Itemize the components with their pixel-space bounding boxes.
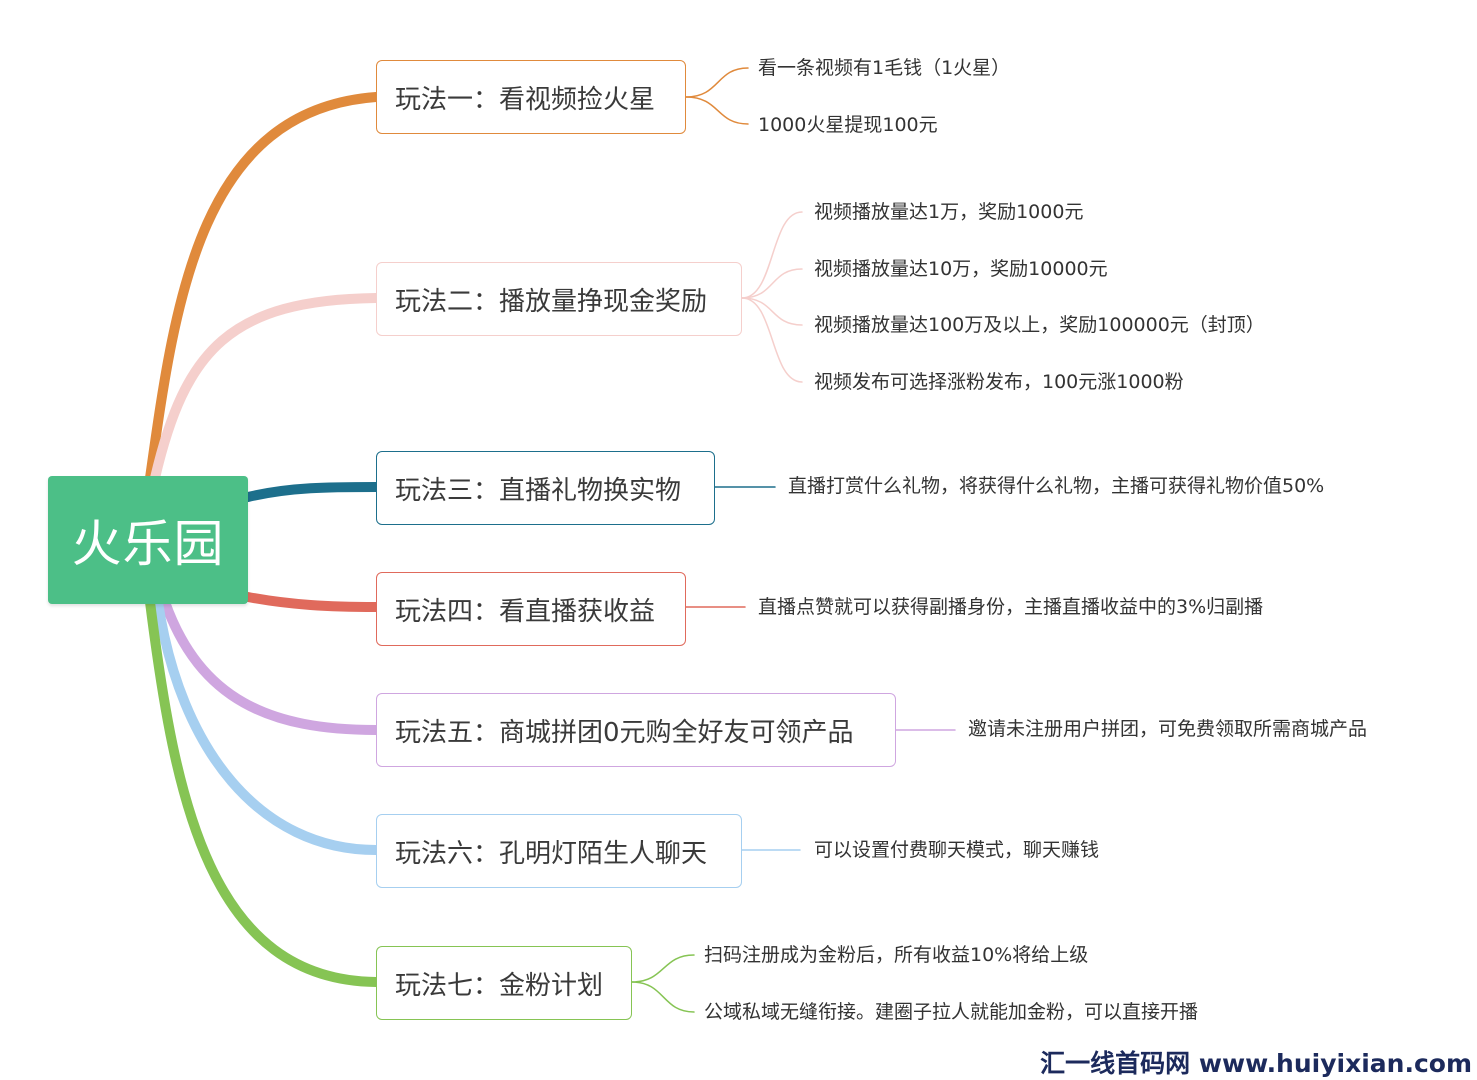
- watermark: 汇一线首码网 www.huiyixian.com: [1032, 1046, 1472, 1078]
- leaf-2-1: 视频播放量达1万，奖励1000元: [814, 201, 1084, 223]
- connector-branch-7: [145, 597, 381, 987]
- connector-leaf-1-2: [685, 96, 749, 125]
- connector-leaf-2-4: [741, 297, 803, 383]
- leaf-7-2: 公域私域无缝衔接。建圈子拉人就能加金粉，可以直接开播: [704, 1001, 1199, 1023]
- connector-leaf-7-1: [631, 954, 695, 983]
- leaf-3-1: 直播打赏什么礼物，将获得什么礼物，主播可获得礼物价值50%: [788, 475, 1325, 497]
- branch-label-3: 玩法三：直播礼物换实物: [395, 475, 682, 506]
- leaf-2-2: 视频播放量达10万，奖励10000元: [814, 258, 1108, 280]
- connector-branch-1: [145, 92, 381, 483]
- branch-label-6: 玩法六：孔明灯陌生人聊天: [395, 838, 708, 869]
- branch-node-6: 玩法六：孔明灯陌生人聊天: [376, 814, 742, 888]
- connector-branch-2: [150, 293, 381, 483]
- connector-branch-4: [243, 592, 381, 612]
- branch-label-7: 玩法七：金粉计划: [395, 970, 604, 1001]
- branch-label-4: 玩法四：看直播获收益: [395, 596, 656, 627]
- branch-node-4: 玩法四：看直播获收益: [376, 572, 686, 646]
- connector-branch-3: [243, 482, 381, 502]
- leaf-1-2: 1000火星提现100元: [758, 114, 938, 136]
- connector-branch-6: [153, 597, 381, 855]
- branch-label-1: 玩法一：看视频捡火星: [395, 84, 656, 115]
- connector-leaf-1-1: [685, 67, 749, 98]
- watermark-text: 汇一线首码网 www.huiyixian.com: [1040, 1049, 1472, 1078]
- branch-label-2: 玩法二：播放量挣现金奖励: [395, 286, 708, 317]
- connector-branch-5: [160, 597, 381, 735]
- leaf-6-1: 可以设置付费聊天模式，聊天赚钱: [814, 839, 1100, 861]
- branch-node-1: 玩法一：看视频捡火星: [376, 60, 686, 134]
- connector-leaf-2-3: [741, 297, 803, 326]
- branch-node-5: 玩法五：商城拼团0元购全好友可领产品: [376, 693, 896, 767]
- leaf-4-1: 直播点赞就可以获得副播身份，主播直播收益中的3%归副播: [758, 596, 1264, 618]
- leaf-2-4: 视频发布可选择涨粉发布，100元涨1000粉: [814, 371, 1184, 393]
- root-node: 火乐园: [48, 476, 248, 604]
- branch-node-3: 玩法三：直播礼物换实物: [376, 451, 715, 525]
- leaf-2-3: 视频播放量达100万及以上，奖励100000元（封顶）: [814, 314, 1265, 336]
- leaf-7-1: 扫码注册成为金粉后，所有收益10%将给上级: [704, 944, 1089, 966]
- branch-node-2: 玩法二：播放量挣现金奖励: [376, 262, 742, 336]
- leaf-5-1: 邀请未注册用户拼团，可免费领取所需商城产品: [968, 718, 1368, 740]
- leaf-1-1: 看一条视频有1毛钱（1火星）: [758, 57, 1011, 79]
- connector-leaf-2-1: [741, 211, 803, 299]
- connector-leaf-2-2: [741, 268, 803, 299]
- root-label: 火乐园: [71, 515, 225, 573]
- branch-node-7: 玩法七：金粉计划: [376, 946, 632, 1020]
- branch-label-5: 玩法五：商城拼团0元购全好友可领产品: [395, 717, 854, 748]
- connector-leaf-7-2: [631, 981, 695, 1013]
